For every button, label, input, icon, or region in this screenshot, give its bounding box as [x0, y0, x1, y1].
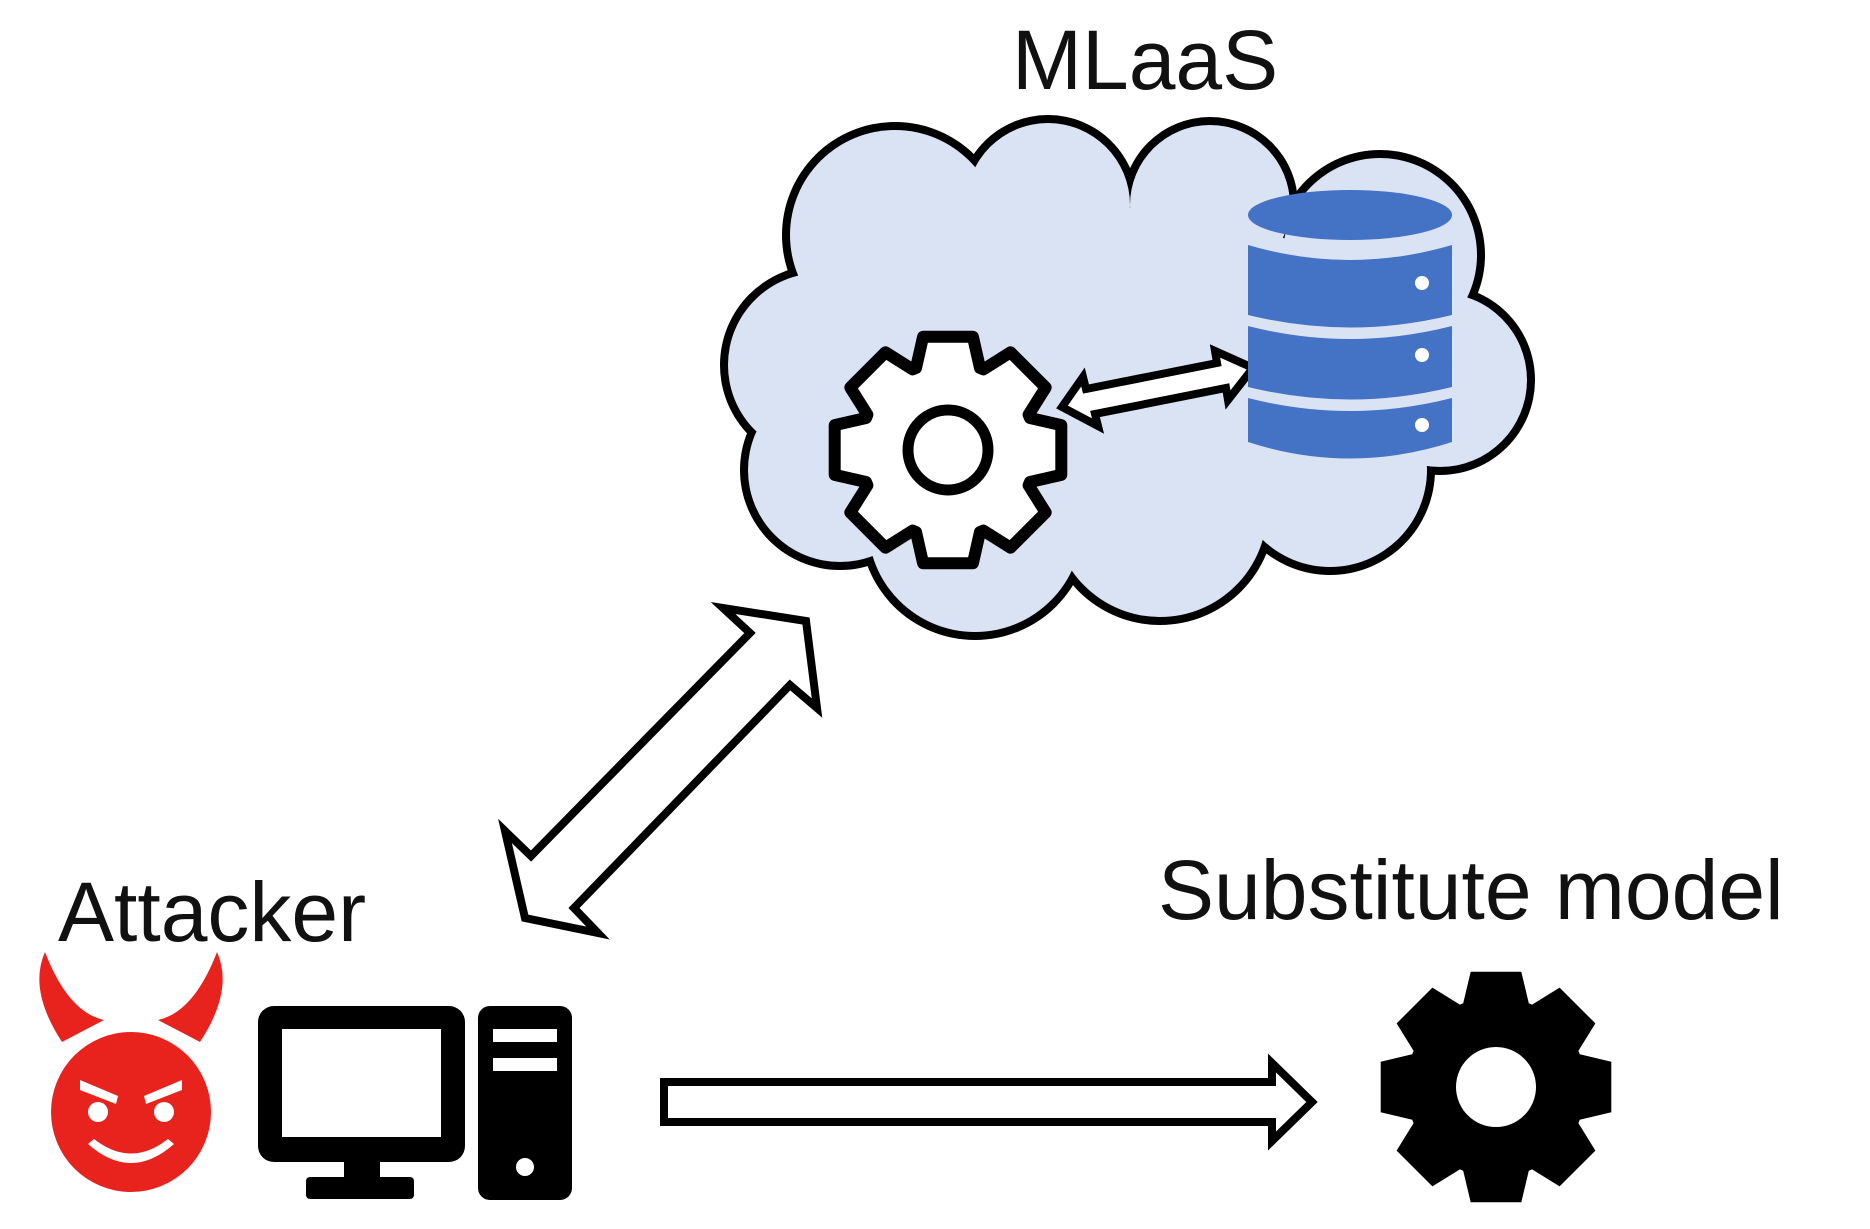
attacker-label: Attacker — [58, 865, 367, 959]
cloud-service-label: MLaaS — [1012, 13, 1279, 107]
computer-tower-icon — [478, 1006, 572, 1200]
gear-icon — [828, 330, 1068, 570]
double-arrow-attacker-cloud — [498, 602, 823, 940]
gear-icon — [1380, 971, 1612, 1203]
devil-icon — [39, 952, 223, 1192]
database-icon — [1248, 190, 1452, 459]
arrow-attacker-to-substitute — [660, 1053, 1318, 1151]
monitor-icon — [258, 1006, 465, 1199]
substitute-model-label: Substitute model — [1158, 843, 1784, 937]
